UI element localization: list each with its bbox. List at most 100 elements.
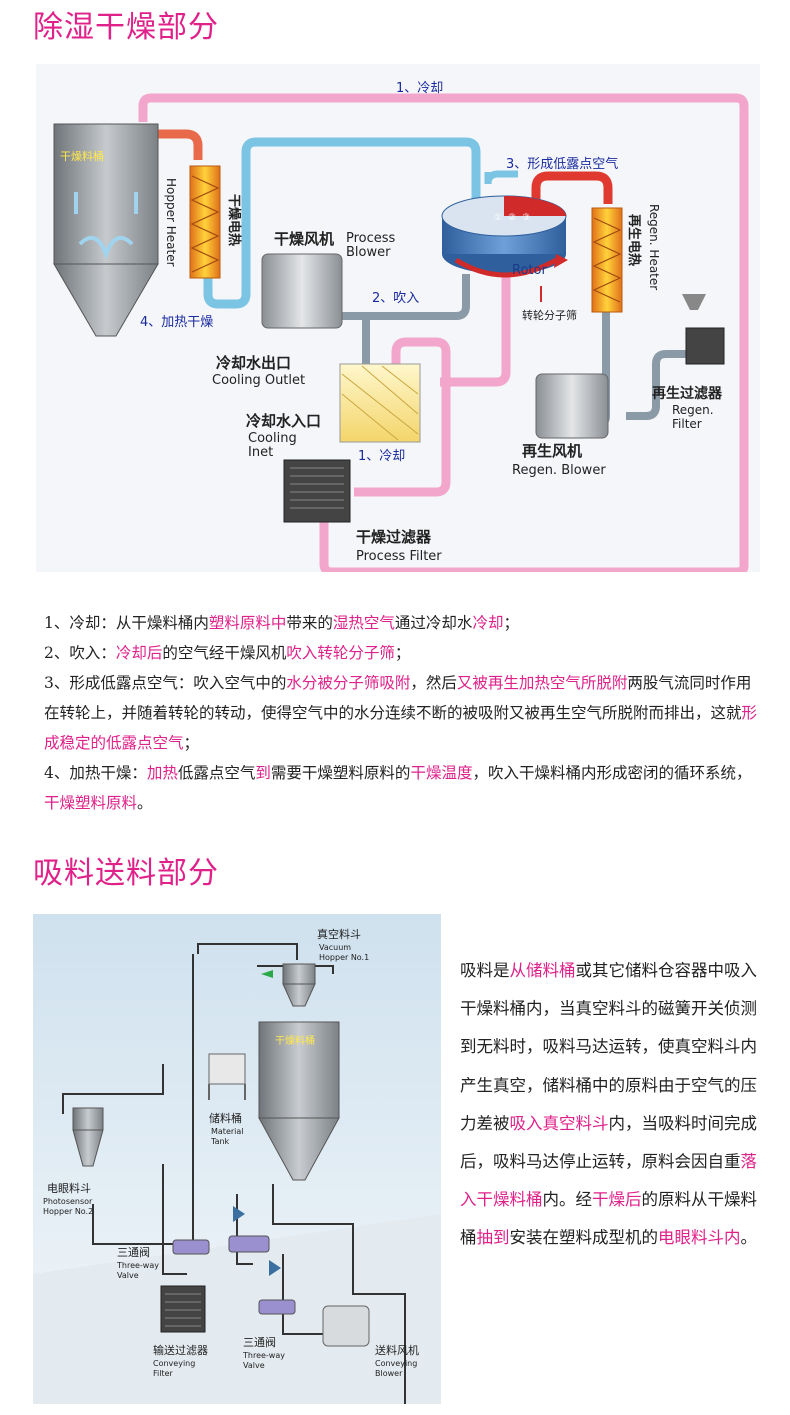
gray-pipe-blow: [266, 274, 470, 320]
process-blower-en1: Process: [346, 231, 396, 246]
hopper-label-2: 干燥料桶: [275, 1034, 315, 1047]
conv-blower-cn: 送料风机: [375, 1343, 419, 1357]
gray-pipe-filter: [626, 350, 686, 420]
body-text: 3、形成低露点空气：吹入空气中的: [44, 674, 287, 692]
three-way-2-cn: 三通阀: [243, 1335, 276, 1349]
photosensor-hopper: [72, 1107, 104, 1167]
regen-filter-en2: Filter: [672, 417, 702, 431]
highlight-text: 电眼料斗内: [658, 1228, 741, 1248]
conv-blower-en1: Conveying: [375, 1359, 417, 1368]
regen-blower: [535, 373, 609, 439]
three-way-1-en2: Valve: [117, 1271, 139, 1280]
label-cooling-top: 1、冷却: [396, 81, 443, 96]
conv-filter-en1: Conveying: [153, 1359, 195, 1368]
photo-hopper-en2: Hopper No.2: [43, 1207, 93, 1216]
regen-filter-cn: 再生过滤器: [652, 385, 723, 402]
three-way-1-en1: Three-way: [116, 1261, 159, 1270]
body-text: 带来的: [286, 614, 333, 632]
three-way-2-en2: Valve: [243, 1361, 265, 1370]
highlight-text: 抽到: [476, 1228, 510, 1248]
rotor-num-1: ①: [494, 213, 502, 223]
label-blow: 2、吹入: [372, 291, 419, 306]
regen-blower-en: Regen. Blower: [512, 463, 606, 478]
highlight-text: 湿热空气: [332, 614, 395, 632]
blue-pipe-rotor: [484, 170, 518, 185]
highlight-text: 加热: [146, 764, 178, 782]
regen-blower-cn: 再生风机: [522, 442, 582, 460]
desc-step-4: 4、加热干燥：加热低露点空气到需要干燥塑料原料的干燥温度，吹入干燥料桶内形成密闭…: [44, 758, 764, 818]
body-text: 。: [740, 1228, 758, 1248]
dryer-diagram-svg: 干燥料桶 Hopper Heater 干燥电热 ① ② ③ Rotor 转轮分子…: [36, 64, 760, 577]
body-text: 需要干燥塑料原料的: [270, 764, 411, 782]
process-filter-en: Process Filter: [356, 549, 442, 564]
highlight-text: 落入干燥料桶: [460, 1152, 757, 1210]
vacuum-hopper-cn: 真空料斗: [317, 927, 361, 941]
body-text: ，吹入干燥料桶内形成密闭的循环系统，: [472, 764, 752, 782]
cooling-inlet-en1: Cooling: [248, 431, 297, 446]
rotor-num-3: ③: [522, 213, 530, 223]
body-text: 2、吹入：: [44, 644, 116, 662]
regen-heater-cn: 再生电热: [626, 214, 642, 266]
label-low-dew: 3、形成低露点空气: [506, 156, 618, 172]
conveying-diagram-svg: 真空料斗 Vacuum Hopper No.1 干燥料桶 储料桶 Materia…: [33, 914, 441, 1404]
material-tank: [208, 1053, 246, 1085]
cooling-outlet-cn: 冷却水出口: [216, 354, 291, 372]
three-way-2-en1: Three-way: [242, 1351, 285, 1360]
vacuum-hopper: [261, 963, 316, 1007]
label-cooling-mid: 1、冷却: [358, 449, 405, 464]
highlight-text: 塑料原料中: [208, 614, 287, 632]
three-way-valve-2: [258, 1299, 296, 1315]
regen-filter-funnel: [682, 294, 706, 310]
red-pipe-regen: [531, 171, 613, 224]
highlight-text: 又被再生加热空气所脱附: [456, 674, 628, 692]
cooling-inlet-cn: 冷却水入口: [246, 412, 321, 430]
body-text: 安装在塑料成型机的: [509, 1228, 659, 1248]
conv-blower-en2: Blower: [375, 1369, 403, 1378]
conveying-filter: [160, 1285, 206, 1333]
desc-step-3: 3、形成低露点空气：吹入空气中的水分被分子筛吸附，然后又被再生加热空气所脱附两股…: [44, 668, 764, 758]
desc-step-2: 2、吹入：冷却后的空气经干燥风机吹入转轮分子筛；: [44, 638, 764, 668]
conv-filter-en2: Filter: [153, 1369, 174, 1378]
highlight-text: 吸入真空料斗: [509, 1113, 609, 1133]
conveying-blower: [322, 1305, 370, 1347]
highlight-text: 水分被分子筛吸附: [286, 674, 411, 692]
section-title-conveying: 吸料送料部分: [33, 856, 219, 891]
body-text: 或其它储料仓容器中吸入干燥料桶内，当真空料斗的磁簧开关侦测到无料时，吸料马达运转…: [460, 961, 757, 1133]
rotor-num-2: ②: [508, 213, 516, 223]
highlight-text: 干燥后: [592, 1190, 642, 1210]
body-text: ；: [394, 644, 411, 662]
three-way-valve-1: [172, 1239, 210, 1255]
hopper-label: 干燥料桶: [60, 149, 104, 163]
conv-line-1: [197, 943, 298, 960]
hopper-heater-cn: 干燥电热: [226, 194, 242, 246]
process-blower-cn: 干燥风机: [274, 230, 334, 248]
process-filter: [283, 459, 351, 523]
photo-hopper-en1: Photosensor: [43, 1197, 93, 1206]
vacuum-hopper-en2: Hopper No.1: [319, 953, 369, 962]
rotor: [441, 195, 568, 278]
rotor-cn: 转轮分子筛: [522, 308, 577, 322]
section-title-dehumidify: 除湿干燥部分: [33, 10, 219, 45]
body-text: 1、冷却：从干燥料桶内: [44, 614, 209, 632]
body-text: ，然后: [410, 674, 457, 692]
highlight-text: 干燥温度: [410, 764, 473, 782]
body-text: 4、加热干燥：: [44, 764, 147, 782]
body-text: ；: [183, 734, 200, 752]
regen-heater-en: Regen. Heater: [647, 204, 661, 290]
highlight-text: 冷却: [472, 614, 504, 632]
cooling-outlet-en: Cooling Outlet: [212, 373, 305, 388]
process-blower: [261, 253, 343, 329]
regen-filter: [685, 327, 725, 365]
material-tank-cn: 储料桶: [209, 1111, 242, 1125]
highlight-text: 冷却后: [115, 644, 163, 662]
highlight-text: 干燥塑料原料: [44, 794, 138, 812]
drying-hopper-2: [258, 1021, 340, 1181]
cooler: [339, 363, 421, 443]
desc-step-1: 1、冷却：从干燥料桶内塑料原料中带来的湿热空气通过冷却水冷却；: [44, 608, 764, 638]
process-filter-cn: 干燥过滤器: [356, 528, 432, 546]
material-tank-en1: Material: [211, 1127, 244, 1136]
conveying-description: 吸料是从储料桶或其它储料仓容器中吸入干燥料桶内，当真空料斗的磁簧开关侦测到无料时…: [460, 952, 770, 1258]
body-text: 内。经: [542, 1190, 593, 1210]
conveying-diagram: 真空料斗 Vacuum Hopper No.1 干燥料桶 储料桶 Materia…: [33, 914, 441, 1404]
photo-hopper-cn: 电眼料斗: [47, 1181, 91, 1195]
